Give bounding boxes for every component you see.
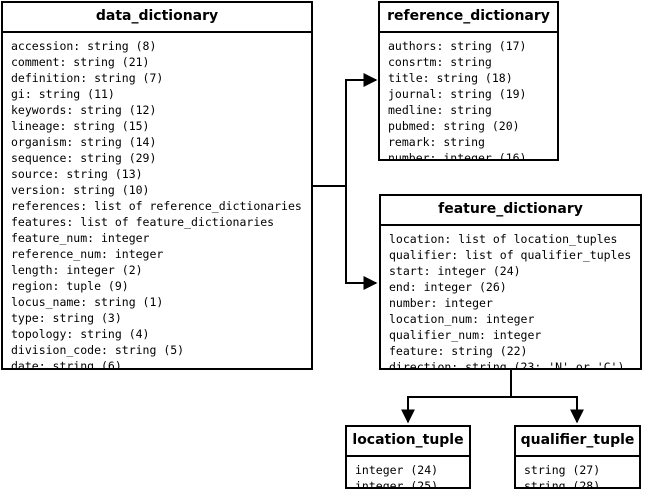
field-list: integer (24) integer (25) <box>347 457 469 489</box>
field-row: pubmed: string (20) <box>388 119 520 133</box>
field-row: feature_num: integer <box>11 231 150 245</box>
field-row: keywords: string (12) <box>11 103 157 117</box>
field-row: definition: string (7) <box>11 71 164 85</box>
field-list: accession: string (8) comment: string (21… <box>3 33 311 370</box>
field-row: end: integer (26) <box>389 280 507 294</box>
field-row: locus_name: string (1) <box>11 295 164 309</box>
field-row: remark: string <box>388 135 485 149</box>
connector-data-to-feature <box>345 186 378 290</box>
field-row: location: list of location_tuples <box>389 232 618 246</box>
field-row: qualifier_num: integer <box>389 328 542 342</box>
connector-feature-to-qualifier <box>511 396 584 424</box>
field-row: accession: string (8) <box>11 39 157 53</box>
field-row: journal: string (19) <box>388 87 527 101</box>
field-row: date: string (6) <box>11 359 122 370</box>
entity-location-tuple: location_tuple integer (24) integer (25) <box>345 425 471 489</box>
entity-reference-dictionary: reference_dictionary authors: string (17… <box>378 1 559 161</box>
field-row: lineage: string (15) <box>11 119 150 133</box>
field-row: string (27) <box>524 463 601 477</box>
field-row: topology: string (4) <box>11 327 150 341</box>
connector-data-to-reference <box>312 73 378 187</box>
entity-title: data_dictionary <box>3 3 311 33</box>
field-row: type: string (3) <box>11 311 122 325</box>
field-row: version: string (10) <box>11 183 150 197</box>
field-row: title: string (18) <box>388 71 513 85</box>
field-row: number: integer (16) <box>388 151 527 161</box>
field-row: feature: string (22) <box>389 344 528 358</box>
entity-qualifier-tuple: qualifier_tuple string (27) string (28) <box>514 425 641 489</box>
field-row: start: integer (24) <box>389 264 521 278</box>
field-row: string (28) <box>524 479 601 489</box>
field-row: number: integer <box>389 296 493 310</box>
entity-data-dictionary: data_dictionary accession: string (8) com… <box>1 1 313 370</box>
field-row: sequence: string (29) <box>11 151 157 165</box>
entity-title: feature_dictionary <box>381 196 640 226</box>
connector-feature-to-location <box>401 370 512 424</box>
field-row: direction: string (23; 'N' or 'C') <box>389 360 625 370</box>
field-row: region: tuple (9) <box>11 279 129 293</box>
entity-title: location_tuple <box>347 427 469 457</box>
field-row: references: list of reference_dictionari… <box>11 199 302 213</box>
field-row: authors: string (17) <box>388 39 527 53</box>
field-row: source: string (13) <box>11 167 143 181</box>
field-row: length: integer (2) <box>11 263 143 277</box>
field-row: division_code: string (5) <box>11 343 185 357</box>
entity-feature-dictionary: feature_dictionary location: list of loc… <box>379 194 642 370</box>
field-row: consrtm: string <box>388 55 492 69</box>
entity-title: qualifier_tuple <box>516 427 639 457</box>
field-row: features: list of feature_dictionaries <box>11 215 275 229</box>
field-row: gi: string (11) <box>11 87 115 101</box>
field-row: medline: string <box>388 103 492 117</box>
field-row: comment: string (21) <box>11 55 150 69</box>
field-row: integer (25) <box>355 479 439 489</box>
field-list: string (27) string (28) <box>516 457 639 489</box>
field-row: qualifier: list of qualifier_tuples <box>389 248 632 262</box>
field-row: organism: string (14) <box>11 135 157 149</box>
field-list: authors: string (17) consrtm: string title… <box>380 33 557 161</box>
field-row: integer (24) <box>355 463 439 477</box>
field-row: reference_num: integer <box>11 247 164 261</box>
field-row: location_num: integer <box>389 312 535 326</box>
entity-title: reference_dictionary <box>380 3 557 33</box>
